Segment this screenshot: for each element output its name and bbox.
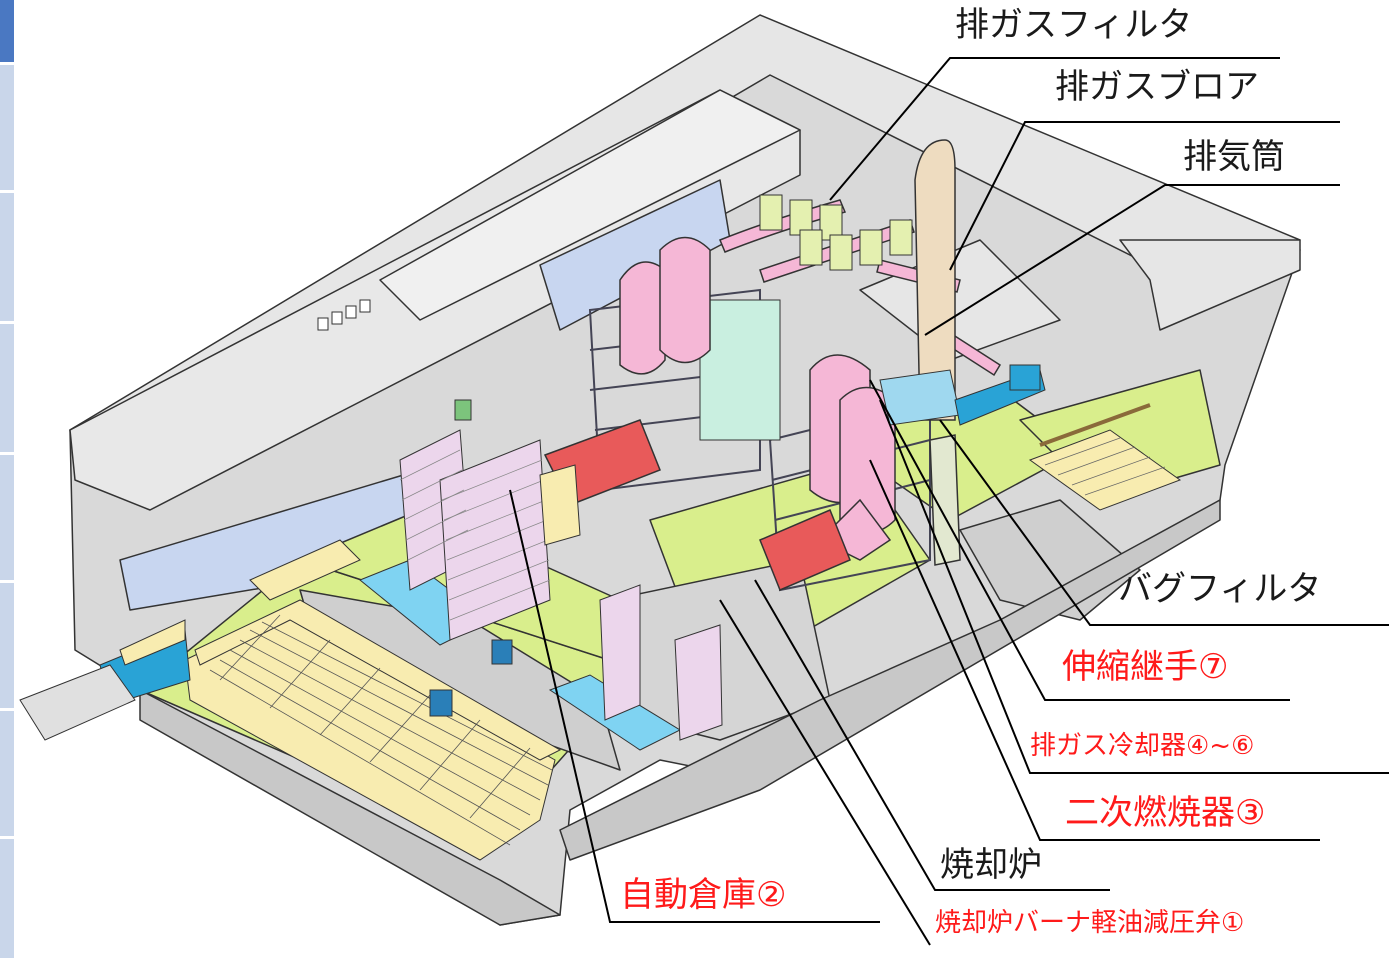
thumbnail[interactable] (0, 324, 14, 455)
label-bag-filter: バグフィルタ (1118, 569, 1322, 609)
thumbnail[interactable] (0, 455, 14, 583)
label-automated-warehouse: 自動倉庫② (620, 875, 787, 915)
label-exhaust-blower: 排ガスブロア (1055, 67, 1259, 107)
slide-thumbnail-strip[interactable] (0, 0, 14, 961)
thumbnail[interactable] (0, 193, 14, 324)
label-expansion-joint: 伸縮継手⑦ (1062, 647, 1229, 687)
thumbnail[interactable] (0, 583, 14, 711)
thumbnail[interactable] (0, 711, 14, 839)
label-incinerator: 焼却炉 (940, 845, 1042, 885)
label-exhaust-filter: 排ガスフィルタ (955, 5, 1193, 45)
label-exhaust-stack: 排気筒 (1183, 137, 1285, 177)
label-exhaust-cooler: 排ガス冷却器④~⑥ (1030, 731, 1255, 761)
thumbnail-active[interactable] (0, 0, 14, 65)
thumbnail[interactable] (0, 65, 14, 193)
label-burner-valve: 焼却炉バーナ軽油減圧弁① (935, 908, 1245, 938)
label-secondary-combustor: 二次燃焼器③ (1065, 793, 1266, 833)
